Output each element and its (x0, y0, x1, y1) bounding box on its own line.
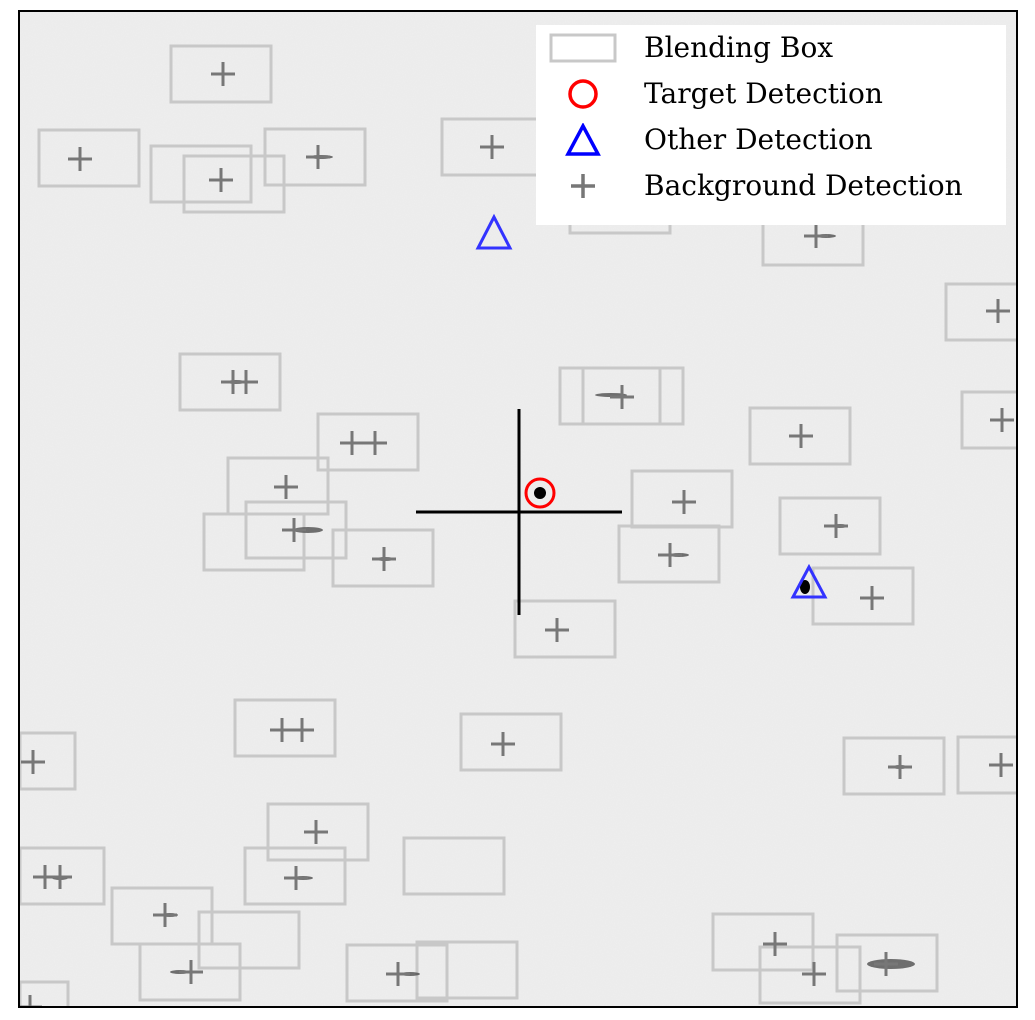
background-plus-icon (824, 514, 848, 538)
blending-box (956, 735, 1016, 795)
blending-box (197, 910, 301, 970)
background-plus-icon (48, 865, 72, 889)
blending-box (581, 366, 685, 426)
background-plus-icon (491, 732, 515, 756)
blending-box (711, 912, 815, 972)
background-plus-icon (306, 145, 330, 169)
box-icon (549, 33, 617, 63)
legend: Blending Box Target Detection Other Dete… (536, 25, 1006, 225)
blending-box (345, 943, 449, 1003)
background-plus-icon (386, 962, 410, 986)
background-plus-icon (802, 962, 826, 986)
circle-icon (568, 79, 598, 109)
background-plus-icon (282, 518, 306, 542)
blending-box (178, 352, 282, 412)
blending-box (263, 127, 367, 187)
image-frame: Blending Box Target Detection Other Dete… (18, 10, 1018, 1008)
blending-box (617, 524, 721, 584)
background-plus-icon (68, 147, 92, 171)
background-plus-icon (986, 299, 1010, 323)
background-plus-icon (480, 135, 504, 159)
blending-box (20, 731, 77, 791)
legend-label: Target Detection (644, 77, 883, 110)
background-plus-icon (234, 370, 258, 394)
background-plus-icon (789, 424, 813, 448)
legend-label: Blending Box (644, 31, 834, 64)
blending-box (169, 44, 273, 104)
blending-box (20, 980, 70, 1006)
other-source (800, 580, 810, 594)
background-plus-icon (304, 820, 328, 844)
blending-box (835, 933, 939, 993)
blending-box (944, 282, 1016, 342)
blending-box (778, 496, 882, 556)
blending-box (960, 390, 1016, 450)
legend-item-background-detection: Background Detection (536, 163, 1006, 209)
target-circle-icon (524, 477, 556, 509)
background-plus-icon (610, 385, 634, 409)
blending-box (37, 128, 141, 188)
background-plus-icon (21, 750, 45, 774)
background-plus-icon (990, 408, 1014, 432)
blending-box (149, 144, 253, 204)
blending-box (842, 736, 946, 796)
blending-box (266, 802, 370, 862)
background-plus-icon (153, 903, 177, 927)
blending-box (459, 712, 563, 772)
background-plus-icon (804, 224, 828, 248)
background-plus-icon (545, 618, 569, 642)
other-triangle-icon (790, 563, 828, 599)
background-plus-icon (284, 866, 308, 890)
blending-box (415, 940, 519, 1000)
background-plus-icon (274, 475, 298, 499)
background-plus-icon (860, 586, 884, 610)
background-detections (20, 62, 1014, 1006)
background-plus-icon (888, 755, 912, 779)
legend-item-blending-box: Blending Box (536, 25, 1006, 71)
blending-box (331, 528, 435, 588)
background-plus-icon (179, 960, 203, 984)
background-plus-icon (672, 490, 696, 514)
background-plus-icon (658, 543, 682, 567)
other-triangle-icon (475, 213, 513, 250)
background-plus-icon (209, 168, 233, 192)
other-detections (475, 213, 828, 599)
blending-boxes (20, 44, 1016, 1006)
blending-box (233, 698, 337, 758)
background-plus-icon (372, 547, 396, 571)
blending-box (513, 599, 617, 659)
background-plus-icon (763, 932, 787, 956)
blending-box (138, 942, 242, 1002)
background-plus-icon (340, 431, 364, 455)
legend-label: Other Detection (644, 123, 873, 156)
background-plus-icon (290, 718, 314, 742)
background-plus-icon (211, 62, 235, 86)
background-plus-icon (20, 995, 42, 1006)
plus-icon (571, 174, 595, 198)
blending-box (202, 512, 306, 572)
blending-box (243, 846, 347, 906)
triangle-icon (565, 123, 601, 156)
target-source (534, 487, 546, 499)
background-plus-icon (363, 431, 387, 455)
crosshair (416, 409, 622, 615)
blending-box (402, 836, 506, 896)
background-plus-icon (989, 753, 1013, 777)
blending-box (748, 406, 852, 466)
legend-item-other-detection: Other Detection (536, 117, 1006, 163)
target-detection (524, 477, 556, 509)
blending-box (316, 412, 420, 472)
background-plus-icon (874, 952, 898, 976)
legend-item-target-detection: Target Detection (536, 71, 1006, 117)
legend-label: Background Detection (644, 169, 963, 202)
blending-box (20, 846, 106, 906)
blending-box (758, 945, 862, 1005)
